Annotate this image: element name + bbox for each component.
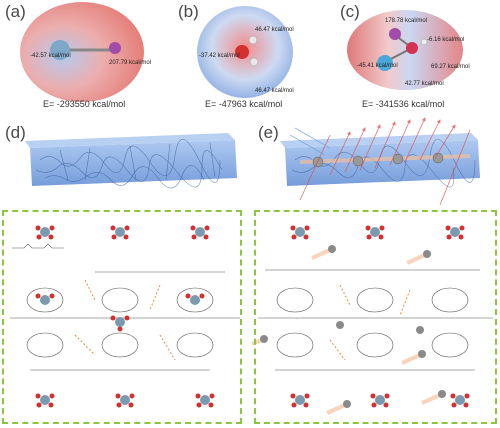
annotation-c-4: 69.27 kcal/mol — [431, 64, 470, 70]
panel-label-b: (b) — [178, 2, 199, 21]
metal-complexes-left — [35, 225, 215, 408]
panel-label-d: (d) — [5, 123, 26, 142]
annotation-a-1: -42.57 kcal/mol — [30, 53, 71, 59]
panel-label-c: (c) — [340, 2, 360, 21]
esp-map-b — [197, 6, 293, 98]
scheme-left-structures — [10, 243, 240, 371]
esp-map-c — [347, 10, 463, 90]
hydrogel-slab-d — [25, 133, 237, 189]
atom-sphere — [50, 40, 70, 60]
energy-b: E= -47963 kcal/mol — [205, 99, 283, 109]
panel-label-a: (a) — [5, 2, 26, 21]
hydrogel-slab-e — [280, 117, 480, 206]
metal-complexes-right — [251, 225, 470, 415]
annotation-b-2: -37.42 kcal/mol — [199, 53, 240, 59]
energy-c: E= -341536 kcal/mol — [362, 99, 445, 109]
particles-with-trails — [251, 245, 446, 415]
atom-sphere — [235, 45, 249, 59]
scheme-frame-right — [254, 210, 497, 424]
atom-sphere — [109, 42, 121, 54]
annotation-c-1: 178.78 kcal/mol — [385, 18, 428, 24]
panel-label-e: (e) — [258, 123, 279, 142]
scheme-right-structures — [258, 269, 493, 371]
particle — [432, 152, 444, 164]
annotation-c-2: -6.16 kcal/mol — [427, 37, 465, 43]
energy-a: E= -293550 kcal/mol — [43, 99, 126, 109]
annotation-a-2: 207.79 kcal/mol — [109, 60, 152, 66]
annotation-b-1: 46.47 kcal/mol — [255, 27, 294, 33]
scheme-frame-left — [2, 210, 242, 424]
particle — [312, 156, 324, 168]
annotation-c-3: -45.41 kcal/mol — [357, 63, 398, 69]
annotation-c-5: 42.77 kcal/mol — [405, 81, 444, 87]
esp-map-a — [20, 2, 144, 102]
annotation-b-3: 46.47 kcal/mol — [255, 88, 294, 94]
particle — [352, 155, 364, 167]
